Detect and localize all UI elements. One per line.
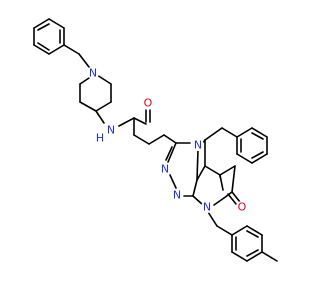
atom-background (192, 139, 204, 151)
chemical-structure: N N H O N N N N O (33, 18, 278, 262)
atom-background (105, 124, 117, 136)
bond (133, 117, 147, 125)
atom-o-lactam: O (238, 201, 247, 214)
piperidine-ring (63, 44, 112, 124)
bond (48, 44, 65, 55)
double-bond (246, 230, 259, 238)
bond (246, 225, 263, 236)
benzyl-phenyl-ring (33, 18, 65, 55)
double-bond (37, 23, 50, 31)
bond (192, 195, 204, 206)
bond (196, 149, 199, 181)
benzo-ring (221, 127, 268, 164)
bond (231, 251, 248, 262)
bond (216, 225, 233, 236)
atom-n-triazole-top: N (194, 139, 202, 152)
bond (95, 110, 105, 124)
bond (231, 225, 248, 236)
bond (33, 18, 50, 29)
bond (231, 191, 241, 203)
bond (192, 179, 198, 197)
atom-background (159, 163, 171, 175)
bond (167, 142, 177, 163)
bond (221, 127, 238, 138)
atom-h-amide: H (96, 132, 104, 145)
bond (246, 251, 263, 262)
bond (78, 53, 90, 68)
atom-n-triazole-bottom: N (173, 189, 181, 202)
atom-background (171, 189, 183, 201)
bond (96, 74, 112, 85)
triazole-ring (165, 142, 199, 197)
atom-background (87, 67, 99, 79)
bond (33, 44, 50, 55)
bond (118, 117, 135, 127)
bond (196, 165, 206, 181)
atom-labels: N N H O N N N N O (87, 67, 248, 214)
bond (204, 165, 221, 176)
atom-background (201, 201, 213, 213)
bond (148, 134, 165, 145)
methyl-bond (261, 251, 278, 262)
double-bond (251, 151, 264, 159)
double-bond (251, 132, 264, 140)
bond (251, 153, 268, 164)
atom-n-triazole-left: N (161, 163, 169, 176)
bond (219, 165, 236, 176)
bond (79, 77, 90, 85)
bond (63, 44, 80, 55)
bond (48, 18, 65, 29)
bond (169, 174, 177, 189)
atom-background (142, 97, 154, 109)
methylbenzyl-group (207, 211, 278, 262)
double-bond (37, 42, 50, 51)
bond (95, 101, 112, 112)
atom-n-quinazoline: N (203, 201, 211, 214)
atom-background (236, 201, 248, 213)
double-bond (246, 249, 259, 257)
bond (213, 197, 225, 206)
bond (163, 134, 177, 144)
bond (79, 101, 97, 112)
bond (207, 211, 218, 227)
bond (133, 134, 150, 145)
bond (231, 165, 236, 193)
double-bond (165, 146, 173, 161)
atom-o-amide: O (144, 97, 153, 110)
bond (251, 127, 268, 138)
bond (236, 127, 253, 138)
atom-n-piperidine: N (89, 67, 97, 80)
atom-n-amide: N (107, 124, 115, 137)
double-bond (227, 193, 237, 205)
bond (236, 153, 253, 164)
bond (204, 127, 223, 141)
amide-chain (118, 109, 177, 145)
quinazolinone-ring (192, 127, 241, 206)
